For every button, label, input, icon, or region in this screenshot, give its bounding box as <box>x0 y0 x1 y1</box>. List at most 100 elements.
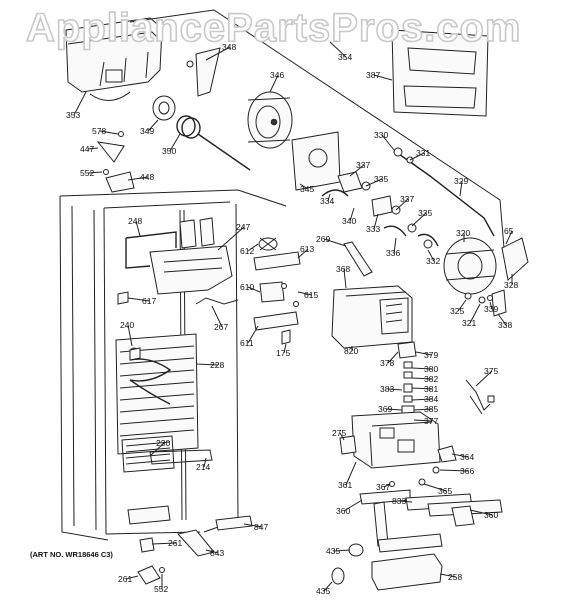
callout-175: 175 <box>276 348 290 358</box>
callout-275: 275 <box>332 428 346 438</box>
callout-833: 833 <box>392 496 406 506</box>
callout-332: 332 <box>426 256 440 266</box>
leader-365 <box>423 483 447 492</box>
callout-379: 379 <box>424 350 438 360</box>
callout-360: 360 <box>484 510 498 520</box>
leader-354 <box>329 41 347 58</box>
callout-353: 353 <box>66 110 80 120</box>
callout-552: 552 <box>154 584 168 594</box>
leader-447 <box>87 147 99 150</box>
callout-337: 337 <box>400 194 414 204</box>
leader-366 <box>439 469 469 472</box>
part-261b <box>137 565 161 585</box>
callout-261: 261 <box>118 574 132 584</box>
callout-435: 435 <box>316 586 330 596</box>
callout-338: 338 <box>498 320 512 330</box>
callout-382: 382 <box>424 374 438 384</box>
callout-333: 333 <box>366 224 380 234</box>
callout-365: 365 <box>438 486 452 496</box>
leader-325 <box>457 299 467 312</box>
part-843 <box>177 529 215 557</box>
control-housing-320 <box>443 237 497 295</box>
leader-380 <box>411 367 433 370</box>
leader-lines <box>73 41 513 592</box>
fill-tube-269 <box>343 241 373 277</box>
callout-337: 337 <box>356 160 370 170</box>
callout-214: 214 <box>196 462 210 472</box>
lamp-435 <box>331 543 364 585</box>
spring-350 <box>176 115 251 171</box>
leader-329 <box>459 180 463 197</box>
callout-228: 228 <box>210 360 224 370</box>
switch-stack-378-385 <box>397 341 417 415</box>
leader-368 <box>343 268 347 289</box>
callout-367: 367 <box>376 482 390 492</box>
part-275 <box>339 435 357 455</box>
screw-615a <box>281 283 287 289</box>
part-338 <box>491 289 507 317</box>
rail-360-right <box>405 493 503 527</box>
leader-269 <box>323 238 347 247</box>
callout-350: 350 <box>162 146 176 156</box>
leader-258 <box>439 573 457 578</box>
callout-387: 387 <box>366 70 380 80</box>
callout-843: 843 <box>210 548 224 558</box>
mount-hole <box>308 148 328 168</box>
leader-275 <box>339 432 345 441</box>
watermark: AppliancePartsPros.com <box>25 5 522 51</box>
leader-387 <box>373 74 393 81</box>
leader-330 <box>381 134 395 151</box>
leader-612 <box>247 243 259 252</box>
part-321 <box>478 296 486 304</box>
leader-321 <box>469 303 481 324</box>
screw-552b <box>159 567 165 573</box>
leader-369 <box>385 408 403 411</box>
callout-248: 248 <box>128 216 142 226</box>
callout-617: 617 <box>142 296 156 306</box>
callout-375: 375 <box>484 366 498 376</box>
leader-367 <box>383 483 391 488</box>
part-447 <box>96 141 125 163</box>
leader-610 <box>247 286 261 293</box>
leader-335 <box>411 212 427 227</box>
leader-346 <box>269 74 279 93</box>
art-number: (ART NO. WR18646 C3) <box>30 550 113 559</box>
leader-617 <box>127 297 151 302</box>
callout-230: 230 <box>156 438 170 448</box>
callout-325: 325 <box>450 306 464 316</box>
callout-447: 447 <box>80 144 94 154</box>
ice-chute-387 <box>391 29 489 117</box>
callout-335: 335 <box>418 208 432 218</box>
leader-361 <box>345 461 357 486</box>
part-175 <box>281 329 291 345</box>
leader-335 <box>365 178 383 187</box>
bracket-348 <box>195 47 221 97</box>
callout-611: 611 <box>240 338 254 348</box>
leader-350 <box>169 133 181 152</box>
bracket-613 <box>253 251 301 271</box>
callout-340: 340 <box>342 216 356 226</box>
fan-housing-247 <box>125 217 233 295</box>
auger-349 <box>152 95 176 121</box>
leader-261 <box>125 575 139 580</box>
leader-843 <box>205 549 219 554</box>
part-240 <box>129 347 141 361</box>
callout-354: 354 <box>338 52 352 62</box>
leader-261 <box>151 542 177 545</box>
callout-383: 383 <box>380 384 394 394</box>
leader-336 <box>393 237 397 254</box>
leader-338 <box>497 313 507 326</box>
lamp-cover-258 <box>371 553 443 591</box>
callout-384: 384 <box>424 394 438 404</box>
callout-346: 346 <box>270 70 284 80</box>
leader-340 <box>349 207 355 222</box>
callout-261: 261 <box>168 538 182 548</box>
leader-175 <box>283 343 287 354</box>
wire-harness-375 <box>465 379 495 415</box>
leader-333 <box>373 213 379 230</box>
callout-361: 361 <box>338 480 352 490</box>
leader-247 <box>217 226 245 251</box>
bracket-448 <box>105 171 135 193</box>
callout-349: 349 <box>140 126 154 136</box>
